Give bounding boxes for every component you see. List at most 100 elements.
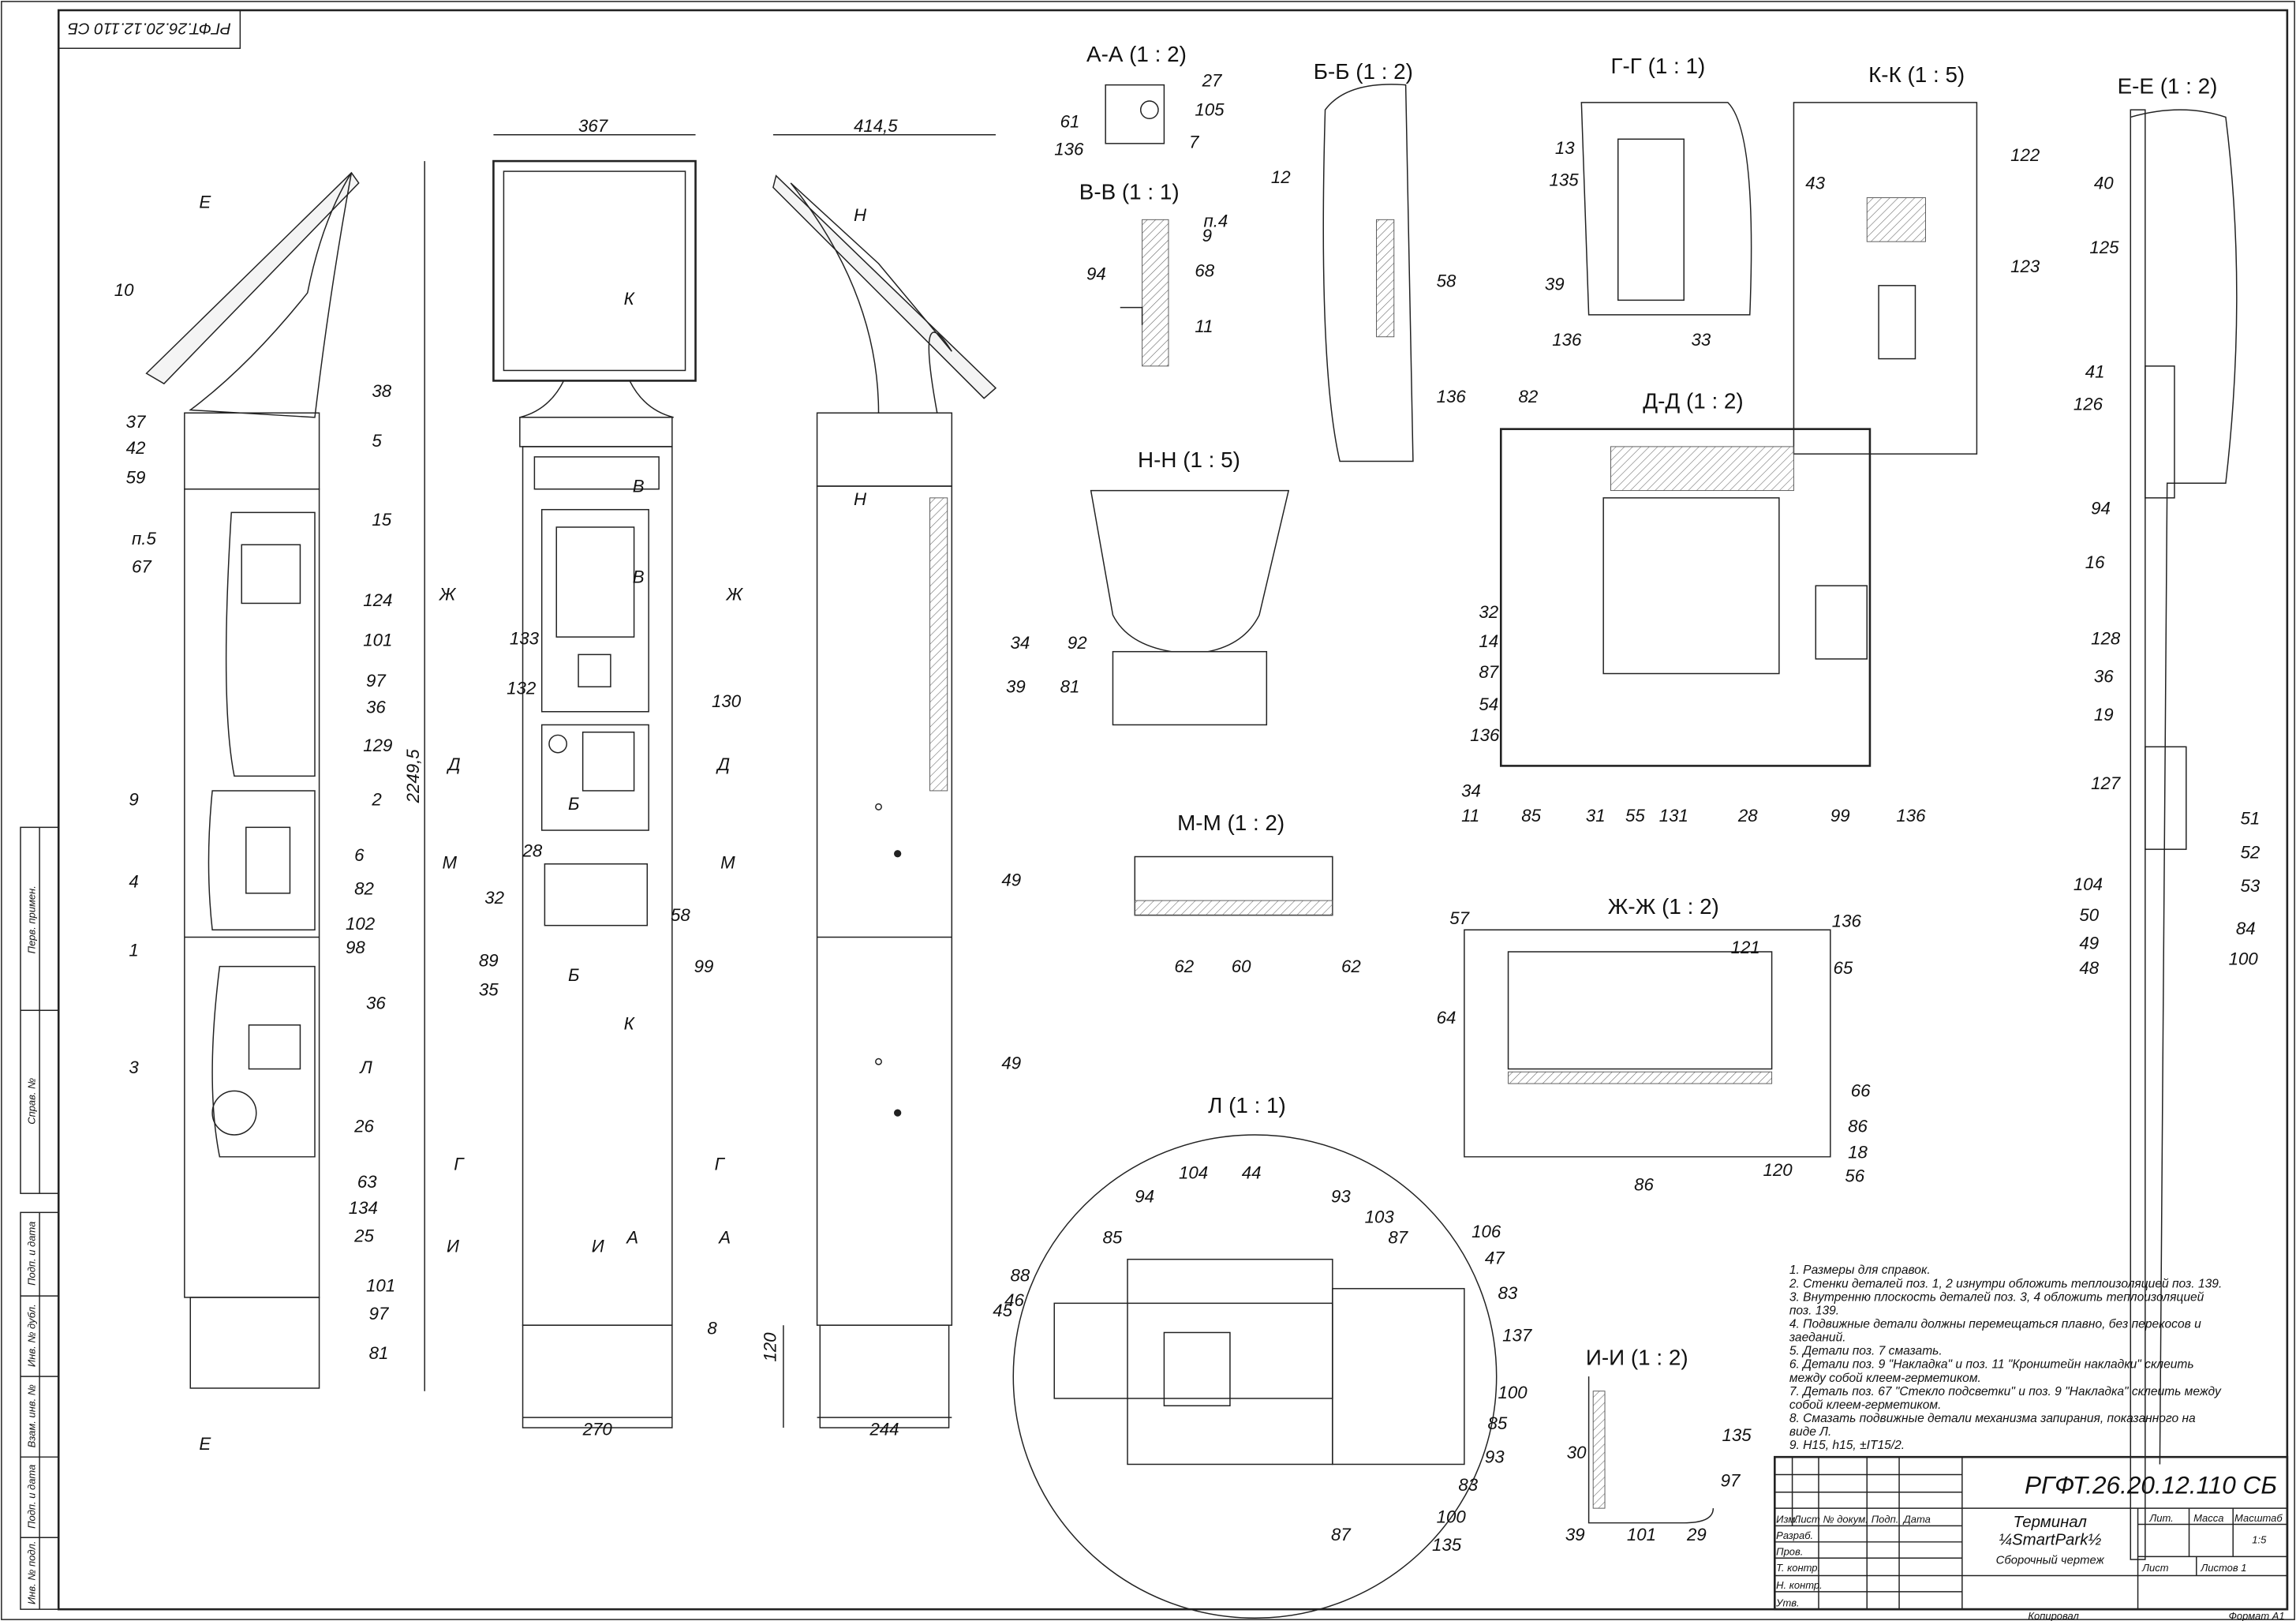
part-callout-l-137: 137 bbox=[1502, 1326, 1533, 1346]
title-doc-type: Сборочный чертеж bbox=[1996, 1555, 2105, 1567]
part-callout-zz-65: 65 bbox=[1834, 958, 1853, 978]
part-callout-front-35: 35 bbox=[479, 980, 499, 1000]
dim-front-width-bottom: 270 bbox=[582, 1419, 613, 1439]
part-callout-gg-39: 39 bbox=[1545, 274, 1565, 294]
part-callout-ee-16: 16 bbox=[2085, 552, 2105, 572]
part-callout-dd-28: 28 bbox=[1737, 806, 1758, 825]
part-callout-ee-36: 36 bbox=[2094, 667, 2114, 687]
part-callout-left-36: 36 bbox=[366, 698, 386, 717]
side-stamp-field: Справ. № bbox=[26, 1078, 38, 1125]
part-callout-ee-41: 41 bbox=[2085, 362, 2105, 382]
part-callout-zz-121: 121 bbox=[1731, 938, 1760, 957]
part-callout-vv-п4: п.4 bbox=[1204, 212, 1228, 231]
part-callout-dd-99: 99 bbox=[1830, 806, 1850, 825]
part-callout-left-26: 26 bbox=[353, 1116, 374, 1136]
part-callout-front-К: К bbox=[624, 1013, 636, 1033]
part-callout-ii-101: 101 bbox=[1627, 1525, 1656, 1544]
part-callout-aa-61: 61 bbox=[1060, 111, 1080, 131]
title-lit: Лит. bbox=[2148, 1512, 2173, 1524]
note-line: 3. Внутренню плоскость деталей поз. 3, 4… bbox=[1789, 1290, 2204, 1304]
section-title-l: Л (1 : 1) bbox=[1208, 1093, 1286, 1117]
section-title-dd: Д-Д (1 : 2) bbox=[1643, 389, 1743, 414]
part-callout-nn-81: 81 bbox=[1060, 677, 1080, 697]
title-block: РГФТ.26.20.12.110 СБ Терминал ¼SmartPark… bbox=[1774, 1455, 2289, 1611]
part-callout-left-36: 36 bbox=[366, 993, 386, 1013]
part-callout-l-87: 87 bbox=[1331, 1525, 1352, 1544]
part-callout-left-81: 81 bbox=[369, 1343, 389, 1363]
part-callout-ee-128: 128 bbox=[2091, 628, 2121, 648]
part-callout-dd-32: 32 bbox=[1479, 602, 1498, 622]
part-callout-ii-30: 30 bbox=[1567, 1443, 1587, 1462]
title-col-list: Лист bbox=[1793, 1514, 1820, 1526]
section-title-ee: Е-Е (1 : 2) bbox=[2118, 74, 2218, 99]
part-callout-left-25: 25 bbox=[353, 1226, 374, 1245]
part-callout-l-88: 88 bbox=[1011, 1266, 1030, 1286]
title-doc-number: РГФТ.26.20.12.110 СБ bbox=[2025, 1471, 2277, 1499]
part-callout-l-93: 93 bbox=[1485, 1447, 1505, 1467]
part-callout-l-93: 93 bbox=[1331, 1186, 1351, 1206]
part-callout-front-Г: Г bbox=[715, 1155, 726, 1174]
part-callout-left-67: 67 bbox=[132, 556, 152, 576]
part-callout-dd-31: 31 bbox=[1586, 806, 1606, 825]
title-name-1: Терминал bbox=[2013, 1514, 2087, 1531]
part-callout-left-Л: Л bbox=[359, 1058, 373, 1077]
part-callout-left-97: 97 bbox=[366, 671, 387, 691]
side-stamp-field: Взам. инв. № bbox=[26, 1384, 38, 1447]
part-callout-left-9: 9 bbox=[129, 790, 138, 810]
part-callout-front-Д: Д bbox=[446, 754, 461, 774]
part-callout-aa-27: 27 bbox=[1202, 70, 1223, 90]
part-callout-l-87: 87 bbox=[1388, 1227, 1408, 1247]
left-view-drawing bbox=[145, 171, 360, 1389]
part-callout-left-102: 102 bbox=[346, 914, 376, 934]
side-view-drawing bbox=[772, 133, 997, 1428]
part-callout-left-134: 134 bbox=[349, 1198, 378, 1218]
side-stamp-field: Инв. № дубл. bbox=[26, 1304, 38, 1367]
part-callout-ee-127: 127 bbox=[2091, 773, 2122, 793]
part-callout-left-Е: Е bbox=[199, 1434, 211, 1454]
footer-copied: Копировал bbox=[2028, 1610, 2079, 1621]
part-callout-ee-52: 52 bbox=[2240, 842, 2260, 862]
title-row-tech-control: Т. контр. bbox=[1776, 1562, 1820, 1574]
part-callout-front-133: 133 bbox=[510, 628, 540, 648]
part-callout-kk-123: 123 bbox=[2010, 256, 2040, 276]
part-callout-dd-87: 87 bbox=[1479, 662, 1499, 682]
section-title-zz: Ж-Ж (1 : 2) bbox=[1608, 894, 1719, 919]
part-callout-left-59: 59 bbox=[126, 467, 146, 487]
part-callout-ee-50: 50 bbox=[2079, 905, 2099, 925]
part-callout-side-39: 39 bbox=[1006, 677, 1026, 697]
title-sheets: Листов 1 bbox=[2200, 1562, 2246, 1574]
part-callout-gg-136: 136 bbox=[1552, 330, 1582, 350]
part-callout-front-Г: Г bbox=[454, 1155, 465, 1174]
note-line: 8. Смазать подвижные детали механизма за… bbox=[1789, 1412, 2196, 1425]
part-callout-dd-54: 54 bbox=[1479, 694, 1498, 714]
section-title-mm: М-М (1 : 2) bbox=[1177, 810, 1284, 835]
part-callout-zz-136: 136 bbox=[1832, 912, 1862, 931]
part-callout-left-п5: п.5 bbox=[132, 529, 156, 548]
part-callout-ii-97: 97 bbox=[1721, 1470, 1741, 1490]
part-callout-l-46: 46 bbox=[1004, 1290, 1024, 1310]
part-callout-dd-136: 136 bbox=[1470, 725, 1500, 745]
part-callout-vv-11: 11 bbox=[1195, 316, 1213, 336]
part-callout-front-В: В bbox=[633, 476, 645, 496]
title-name-2: ¼SmartPark½ bbox=[1999, 1532, 2101, 1549]
part-callout-ee-48: 48 bbox=[2079, 958, 2099, 978]
section-title-kk: К-К (1 : 5) bbox=[1868, 62, 1965, 87]
part-callout-l-106: 106 bbox=[1471, 1222, 1501, 1241]
part-callout-l-47: 47 bbox=[1485, 1248, 1505, 1267]
part-callout-front-89: 89 bbox=[479, 951, 499, 971]
section-title-bb: Б-Б (1 : 2) bbox=[1314, 59, 1413, 84]
side-stamp-field: Инв. № подл. bbox=[26, 1541, 38, 1604]
part-callout-ee-19: 19 bbox=[2094, 705, 2114, 724]
part-callout-kk-43: 43 bbox=[1805, 173, 1825, 193]
part-callout-l-44: 44 bbox=[1242, 1163, 1262, 1183]
part-callout-left-129: 129 bbox=[363, 736, 392, 755]
title-col-sign: Подп. bbox=[1872, 1514, 1899, 1526]
part-callout-mm-60: 60 bbox=[1232, 957, 1251, 976]
part-callout-ee-126: 126 bbox=[2074, 395, 2103, 414]
side-stamp-field: Перв. примен. bbox=[26, 885, 38, 953]
part-callout-bb-12: 12 bbox=[1271, 167, 1291, 187]
part-callout-ee-40: 40 bbox=[2094, 173, 2114, 193]
section-title-gg: Г-Г (1 : 1) bbox=[1610, 54, 1705, 78]
note-line: 5. Детали поз. 7 смазать. bbox=[1789, 1345, 1943, 1358]
